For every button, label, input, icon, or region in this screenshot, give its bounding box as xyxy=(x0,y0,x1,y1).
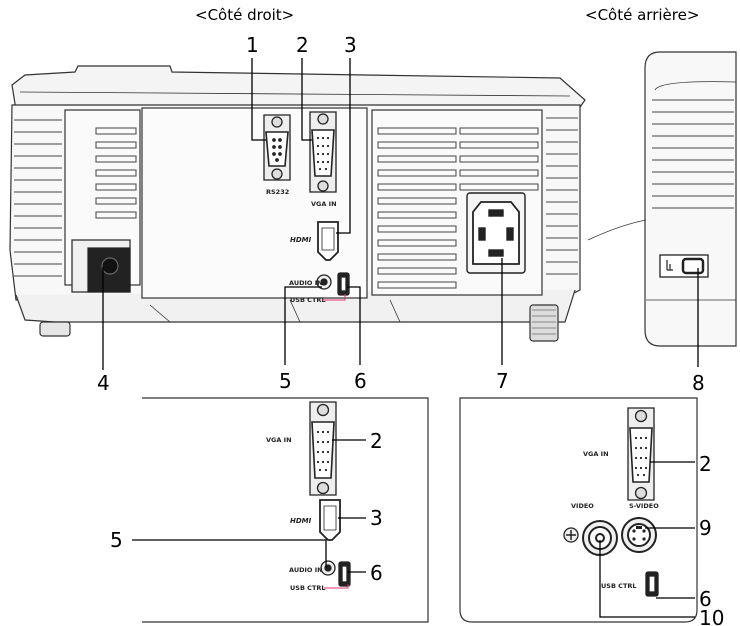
vent-grille-slot xyxy=(377,211,457,219)
audio-in-label-main: AUDIO IN xyxy=(289,279,323,287)
audio-usb-main: AUDIO IN USB CTRL xyxy=(289,272,350,304)
vga-in-port-detail-right: VGA IN xyxy=(583,407,655,501)
detail-panel-right xyxy=(459,397,698,623)
vga-in-port-detail-left: VGA IN xyxy=(266,401,337,496)
callout-6-detail-left: 6 xyxy=(370,561,383,585)
hdmi-port-main: HDMI xyxy=(290,221,339,261)
projector-rear-side-view xyxy=(587,51,737,347)
vent-grille-slot xyxy=(95,183,137,191)
callout-numbers: 1 2 3 4 5 6 7 8 2 3 5 6 2 9 6 10 xyxy=(97,33,724,626)
callout-5: 5 xyxy=(279,369,292,393)
vga-in-label-detail-right: VGA IN xyxy=(583,450,609,458)
vent-grille-slot xyxy=(95,197,137,205)
audio-in-label-detail-left: AUDIO IN xyxy=(289,566,323,574)
right-vent-slats xyxy=(546,117,578,275)
usb-ctrl-label-detail-left: USB CTRL xyxy=(290,584,326,592)
vent-grille-slot xyxy=(459,127,539,135)
vent-grille-slot xyxy=(377,127,457,135)
rs232-port: RS232 xyxy=(263,114,291,196)
callout-6: 6 xyxy=(354,369,367,393)
power-socket xyxy=(466,192,526,274)
callout-2-detail-right: 2 xyxy=(699,452,712,476)
callout-6-detail-right: 6 xyxy=(699,587,712,611)
vent-grille-slot xyxy=(459,169,539,177)
detail-panel-left xyxy=(142,397,429,623)
usb-ctrl-label-main: USB CTRL xyxy=(290,296,326,304)
usb-ctrl-label-detail-right: USB CTRL xyxy=(601,582,637,590)
vent-grille-slot xyxy=(95,211,137,219)
title-right-side: <Côté droit> xyxy=(195,6,295,24)
callout-7: 7 xyxy=(496,369,509,393)
vga-in-label-detail-left: VGA IN xyxy=(266,436,292,444)
callout-5-detail-left: 5 xyxy=(110,528,123,552)
vent-grille-slot xyxy=(377,169,457,177)
vent-grille-slot xyxy=(377,225,457,233)
video-ports-detail-right: VIDEO S-VIDEO USB CTRL xyxy=(563,502,659,597)
vent-grille-slot xyxy=(377,253,457,261)
vent-grille-slot xyxy=(377,183,457,191)
left-vent-grille xyxy=(95,127,137,219)
vent-grille-slot xyxy=(377,281,457,289)
callout-4: 4 xyxy=(97,371,110,395)
vent-grille-slot xyxy=(459,183,539,191)
hdmi-label-main: HDMI xyxy=(290,236,312,244)
vent-grille-slot xyxy=(95,127,137,135)
leader-lines xyxy=(102,58,699,618)
kensington-lock xyxy=(659,254,709,278)
vent-grille-slot xyxy=(95,169,137,177)
vent-grille-slot xyxy=(377,155,457,163)
vent-grille-slot xyxy=(377,267,457,275)
title-rear-side: <Côté arrière> xyxy=(585,6,700,24)
vga-in-label-main: VGA IN xyxy=(311,200,337,208)
vent-grille-slot xyxy=(459,155,539,163)
s-video-label: S-VIDEO xyxy=(629,502,659,510)
vent-grille-slot xyxy=(377,197,457,205)
vga-in-port-main: VGA IN xyxy=(309,111,337,208)
vent-grille-slot xyxy=(95,155,137,163)
callout-2: 2 xyxy=(296,33,309,57)
vent-grille-slot xyxy=(459,141,539,149)
lens-cover-port xyxy=(71,239,131,293)
callout-1: 1 xyxy=(246,33,259,57)
vent-grille-slot xyxy=(95,141,137,149)
hdmi-label-detail-left: HDMI xyxy=(290,517,312,525)
callout-3: 3 xyxy=(344,33,357,57)
right-vent-grille xyxy=(377,127,539,289)
audio-usb-detail-left: AUDIO IN USB CTRL xyxy=(289,560,351,592)
callout-8: 8 xyxy=(692,371,705,395)
rear-vent-slats xyxy=(652,99,734,209)
left-vent-slats xyxy=(14,119,62,277)
callout-2-detail-left: 2 xyxy=(370,429,383,453)
vent-grille-slot xyxy=(377,141,457,149)
video-label: VIDEO xyxy=(571,502,594,510)
vent-grille-slot xyxy=(377,239,457,247)
hdmi-port-detail-left: HDMI xyxy=(290,499,341,541)
callout-9: 9 xyxy=(699,516,712,540)
callout-10: 10 xyxy=(699,606,724,626)
callout-3-detail-left: 3 xyxy=(370,506,383,530)
rs232-label: RS232 xyxy=(266,188,289,196)
